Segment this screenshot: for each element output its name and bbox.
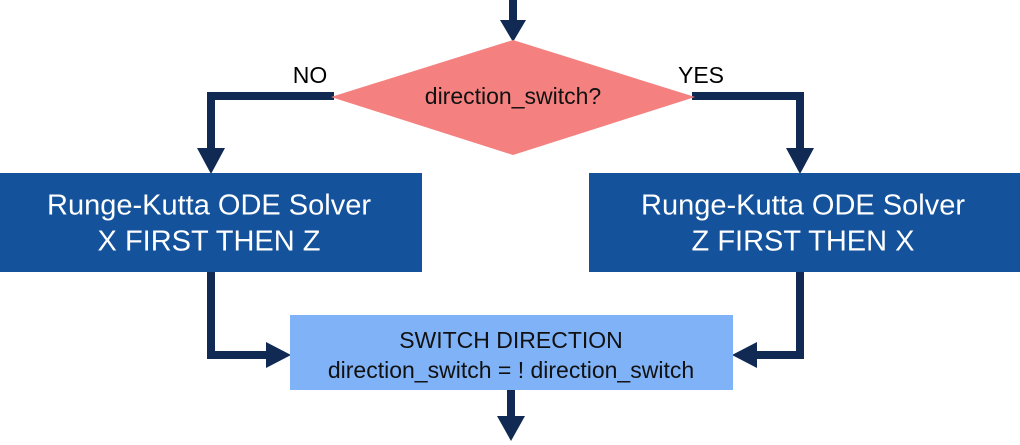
branch-label-yes: YES <box>678 62 724 88</box>
action-line1: SWITCH DIRECTION <box>399 327 623 353</box>
connector-entry-into-decision <box>500 0 526 42</box>
process-left-line2: X FIRST THEN Z <box>98 226 321 258</box>
process-left-line1: Runge-Kutta ODE Solver <box>47 190 371 222</box>
process-node-left[interactable]: Runge-Kutta ODE Solver X FIRST THEN Z <box>0 173 422 272</box>
action-line2: direction_switch = ! direction_switch <box>328 357 694 383</box>
connector-no-branch <box>197 92 334 174</box>
connector-left-process-to-action <box>207 272 291 368</box>
process-node-right[interactable]: Runge-Kutta ODE Solver Z FIRST THEN X <box>589 173 1020 272</box>
decision-label: direction_switch? <box>425 83 601 109</box>
action-node-switch-direction[interactable]: SWITCH DIRECTION direction_switch = ! di… <box>290 315 733 390</box>
decision-node-direction-switch[interactable]: direction_switch? <box>331 40 695 155</box>
connector-exit-from-action <box>497 390 525 441</box>
process-right-line2: Z FIRST THEN X <box>692 226 915 258</box>
connector-right-process-to-action <box>732 272 804 368</box>
branch-label-no: NO <box>293 62 328 88</box>
connector-yes-branch <box>692 92 814 174</box>
process-right-line1: Runge-Kutta ODE Solver <box>641 190 965 222</box>
